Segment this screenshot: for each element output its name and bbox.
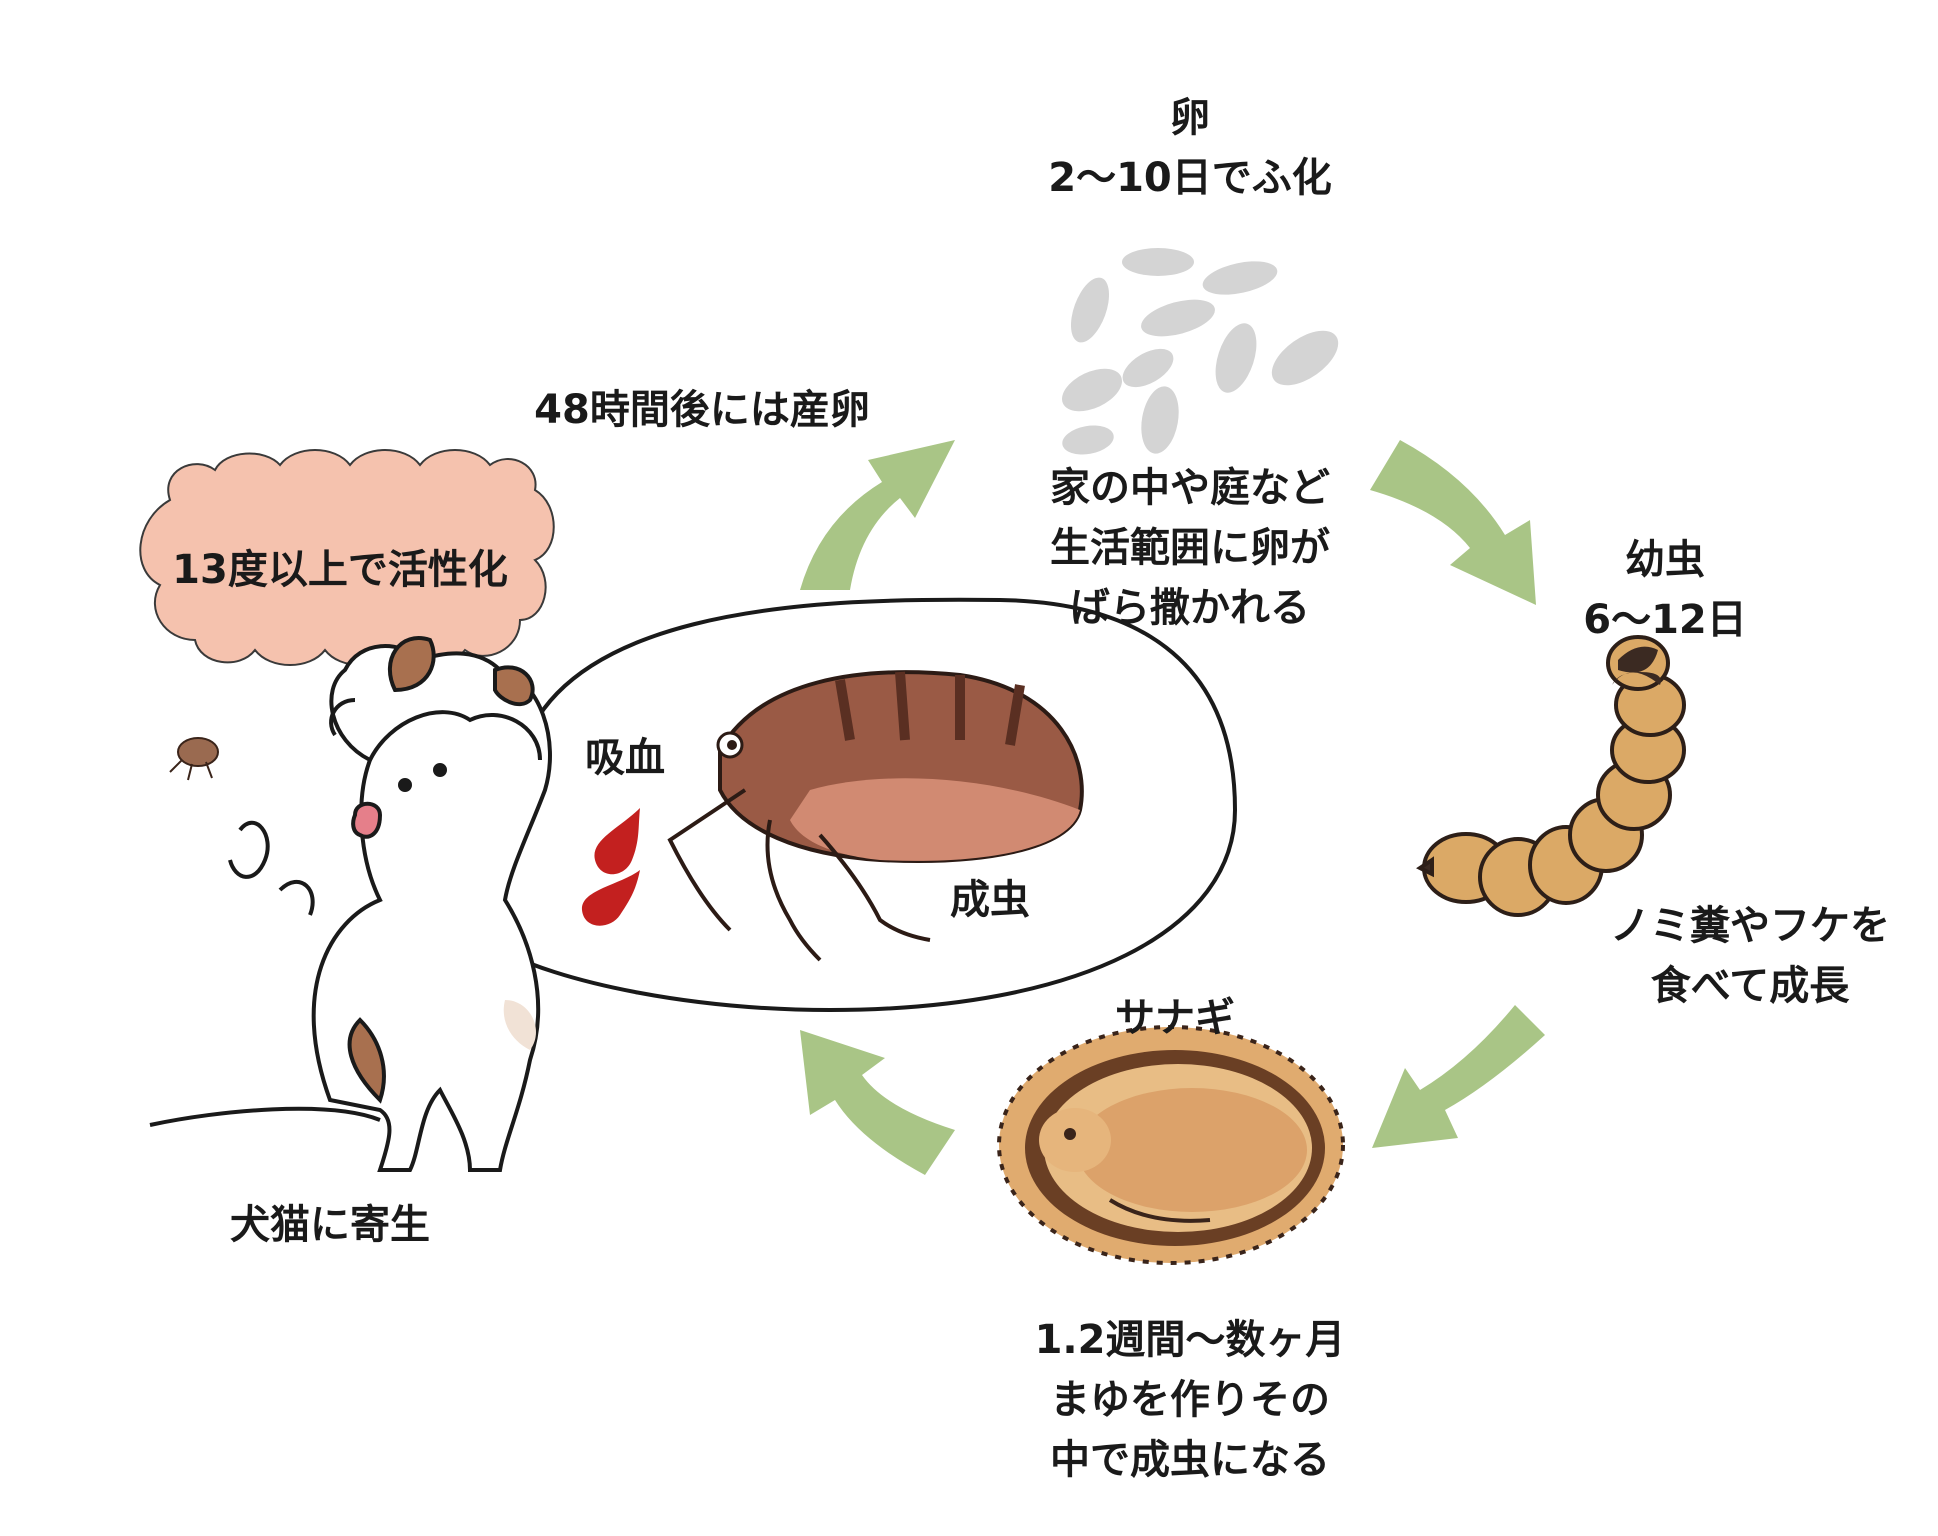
egg-stage-title: 卵 — [1170, 95, 1210, 141]
arrow-to-pupa-icon — [1372, 1005, 1545, 1148]
arrow-to-egg-icon — [800, 440, 955, 590]
arrow-to-larva-icon — [1370, 440, 1536, 605]
larva-stage-note: ノミ糞やフケを 食べて成長 — [1600, 896, 1900, 1016]
host-caption: 犬猫に寄生 — [230, 1202, 430, 1248]
blood-drop-icon — [581, 808, 640, 926]
pupa-note-line-1: 1.2週間〜数ヶ月 — [1034, 1317, 1346, 1363]
activation-temperature-label: 13度以上で活性化 — [172, 547, 508, 593]
activation-cloud — [139, 449, 555, 666]
pupa-cocoon-icon — [997, 1025, 1345, 1265]
pupa-note-line-2: まゆを作りその — [1050, 1377, 1330, 1423]
larva-stage-duration: 6〜12日 — [1583, 597, 1747, 643]
adult-stage-label: 成虫 — [950, 877, 1030, 923]
egg-stage-note: 家の中や庭など 生活範囲に卵が ばら撒かれる — [1040, 458, 1340, 638]
pupa-note-line-3: 中で成虫になる — [1050, 1437, 1330, 1483]
larva-note-line-1: ノミ糞やフケを — [1610, 903, 1890, 949]
egg-cluster-icon — [1062, 248, 1339, 455]
larva-icon — [1416, 635, 1686, 917]
egg-stage-duration: 2〜10日でふ化 — [1048, 155, 1332, 201]
small-flea-icon — [169, 737, 219, 781]
larva-stage-label: 幼虫 6〜12日 — [1560, 530, 1770, 650]
egg-note-line-1: 家の中や庭など — [1050, 465, 1330, 511]
larva-stage-title: 幼虫 — [1625, 537, 1705, 583]
egg-stage-label: 卵 2〜10日でふ化 — [1040, 88, 1340, 208]
lay-eggs-label: 48時間後には産卵 — [534, 387, 870, 433]
arrow-to-adult-icon — [800, 1030, 955, 1175]
blood-sucking-label: 吸血 — [585, 735, 665, 781]
egg-note-line-2: 生活範囲に卵が — [1050, 525, 1330, 571]
egg-note-line-3: ばら撒かれる — [1070, 585, 1310, 631]
pupa-stage-title: サナギ — [1115, 995, 1235, 1041]
adult-flea-icon — [667, 670, 1084, 962]
larva-note-line-2: 食べて成長 — [1650, 963, 1850, 1009]
dog-icon — [149, 636, 552, 1172]
pupa-stage-note: 1.2週間〜数ヶ月 まゆを作りその 中で成虫になる — [1020, 1310, 1360, 1490]
